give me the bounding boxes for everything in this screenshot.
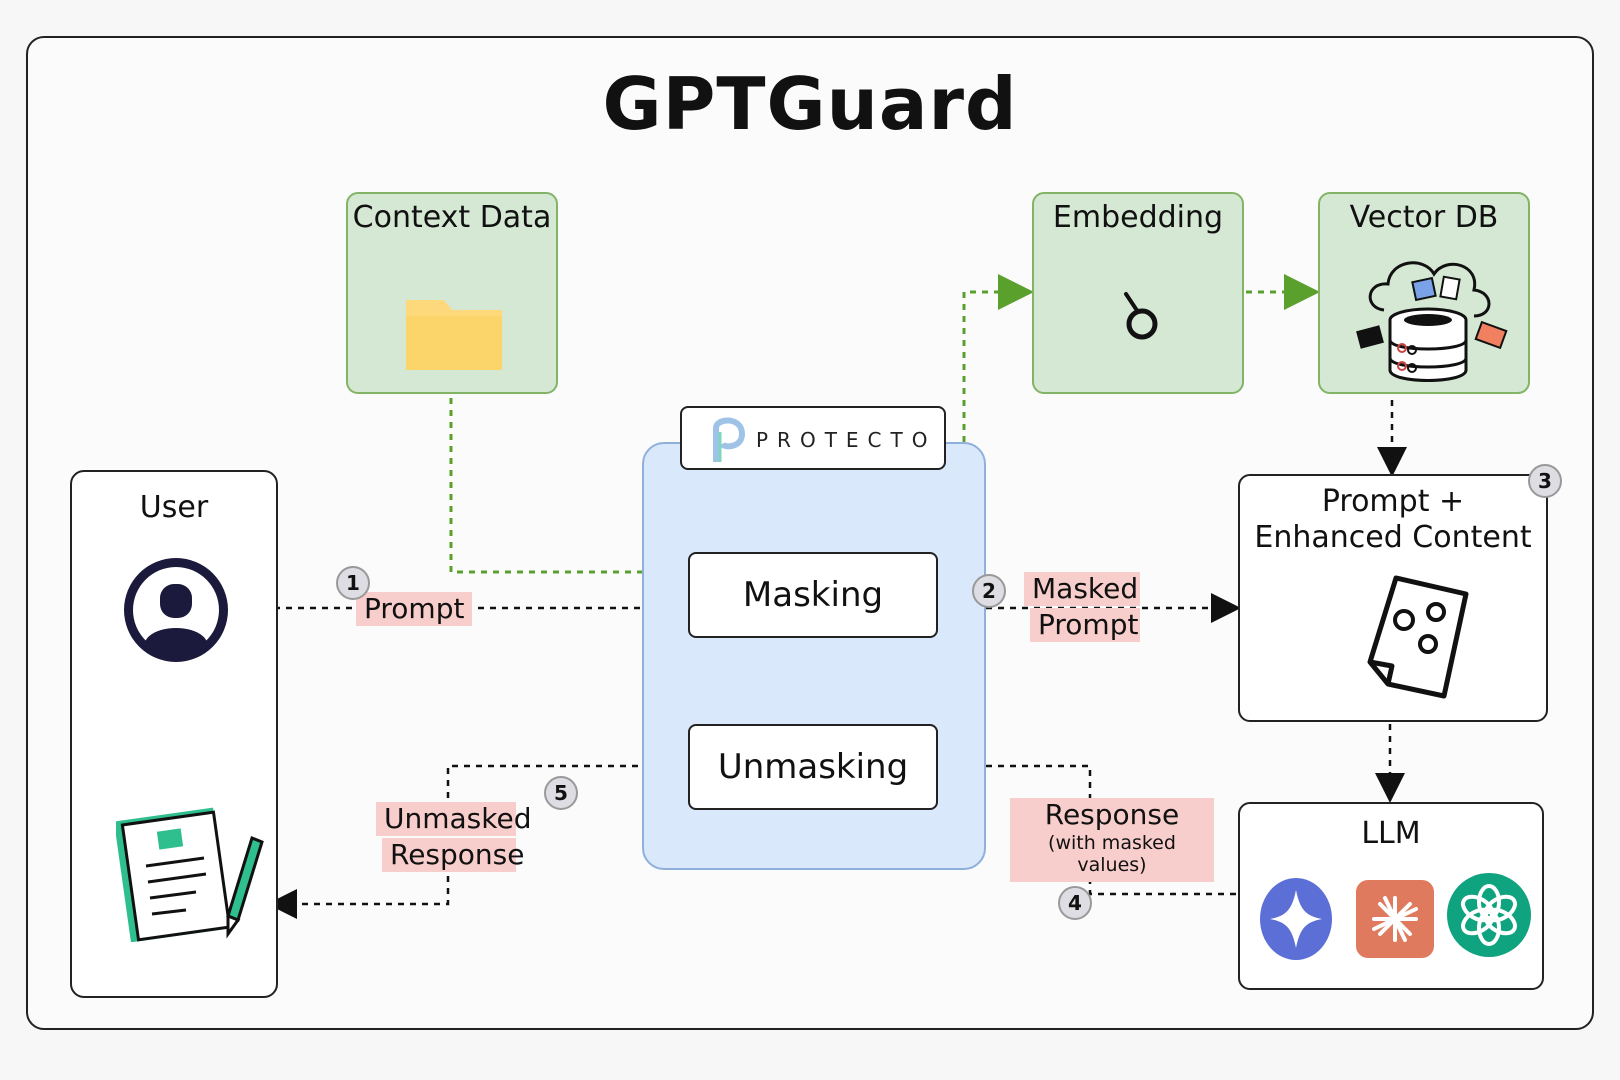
vector-db-box: Vector DB [1318, 192, 1530, 394]
step-3-badge: 3 [1528, 464, 1562, 498]
llm-title: LLM [1361, 816, 1421, 851]
prompt-enhanced-title: Prompt + Enhanced Content [1254, 484, 1532, 555]
llm-box: LLM [1238, 802, 1544, 990]
protecto-wordmark: PROTECTO [756, 428, 937, 452]
protecto-logo-box: PROTECTO [680, 406, 946, 470]
masking-box: Masking [688, 552, 938, 638]
document-icon [1367, 575, 1469, 699]
user-box: User [70, 470, 278, 998]
context-data-box: Context Data [346, 192, 558, 394]
unmasking-box: Unmasking [688, 724, 938, 810]
prompt-enhanced-box: Prompt + Enhanced Content [1238, 474, 1548, 722]
database-cloud-icon [1356, 261, 1508, 382]
response-label-note: (with masked values) [1048, 832, 1176, 876]
embedding-box: Embedding [1032, 192, 1244, 394]
response-label-text: Response [1044, 798, 1180, 831]
user-title: User [139, 490, 209, 525]
response-label: Response (with masked values) [1010, 798, 1214, 882]
step-5-badge: 5 [544, 776, 578, 810]
embedding-icon [1124, 292, 1158, 340]
unmasked-response-label-line1: Unmasked [376, 802, 531, 836]
step-4-badge: 4 [1058, 886, 1092, 920]
masked-prompt-label-line2: Prompt [1030, 608, 1140, 642]
step-1-badge: 1 [336, 566, 370, 600]
user-avatar-icon [124, 558, 228, 662]
embedding-title: Embedding [1052, 200, 1224, 235]
document-pen-icon [116, 807, 264, 942]
unmasked-response-label-line2: Response [382, 838, 524, 872]
claude-icon [1356, 880, 1434, 958]
gemini-icon [1260, 878, 1332, 960]
openai-icon [1447, 873, 1531, 957]
vector-db-title: Vector DB [1349, 200, 1499, 235]
prompt-label: Prompt [356, 592, 473, 626]
context-data-title: Context Data [352, 200, 552, 235]
step-2-badge: 2 [972, 574, 1006, 608]
masked-prompt-label-line1: Masked [1024, 572, 1140, 606]
protecto-logo-icon [713, 417, 746, 462]
folder-icon [406, 300, 502, 370]
diagram-title: GPTGuard [602, 62, 1018, 146]
context-to-masking-arrow [449, 398, 692, 590]
